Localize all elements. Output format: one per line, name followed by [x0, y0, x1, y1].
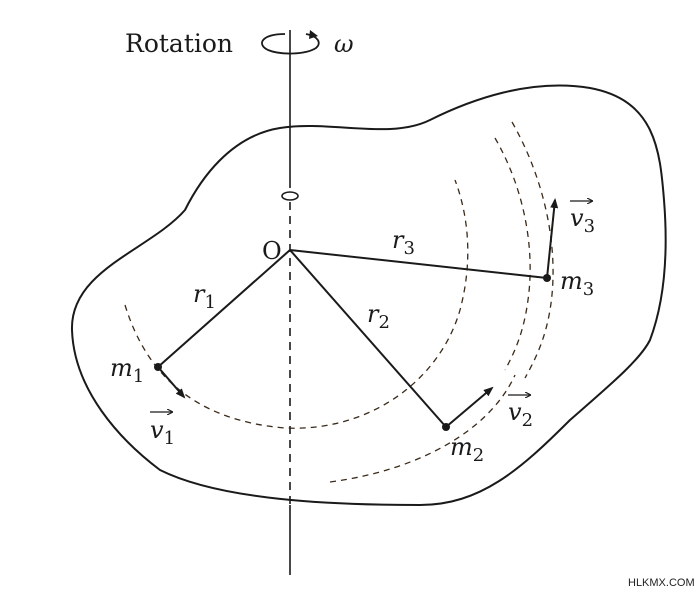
v2-label-group: v2 — [508, 395, 533, 431]
v1-label: v1 — [150, 416, 175, 449]
omega-label: ω — [334, 30, 354, 58]
velocity-arrow-v1 — [157, 366, 186, 399]
rigid-body-outline — [70, 84, 667, 507]
velocity-arrow-v2 — [445, 386, 494, 428]
m1-label: m1 — [110, 354, 144, 387]
v3-label-group: v3 — [570, 201, 595, 237]
radius-r1 — [157, 249, 291, 368]
rotation-arrow-icon — [261, 33, 320, 55]
orbit-arc-m3-inner — [494, 137, 531, 371]
rotation-label: Rotation — [125, 29, 233, 58]
m3-label: m3 — [560, 267, 594, 300]
v1-label-group: v1 — [150, 412, 175, 449]
r2-label: r2 — [367, 300, 390, 333]
watermark: HLKMX.COM — [628, 577, 695, 589]
velocity-arrow-v3 — [546, 198, 559, 279]
radius-r3 — [289, 249, 548, 279]
r3-label: r3 — [392, 226, 415, 259]
axis-ring — [281, 191, 299, 201]
v3-label: v3 — [570, 204, 595, 237]
m2-label: m2 — [450, 433, 484, 466]
rotation-arrowhead-icon — [309, 30, 318, 39]
r1-label: r1 — [193, 280, 216, 313]
origin-label: O — [262, 237, 282, 265]
orbit-arc-m1 — [124, 179, 469, 429]
orbit-arc-m2 — [329, 374, 516, 483]
radius-r2 — [289, 249, 447, 428]
orbit-arc-m3-outer — [511, 121, 554, 379]
v2-label: v2 — [508, 398, 533, 431]
